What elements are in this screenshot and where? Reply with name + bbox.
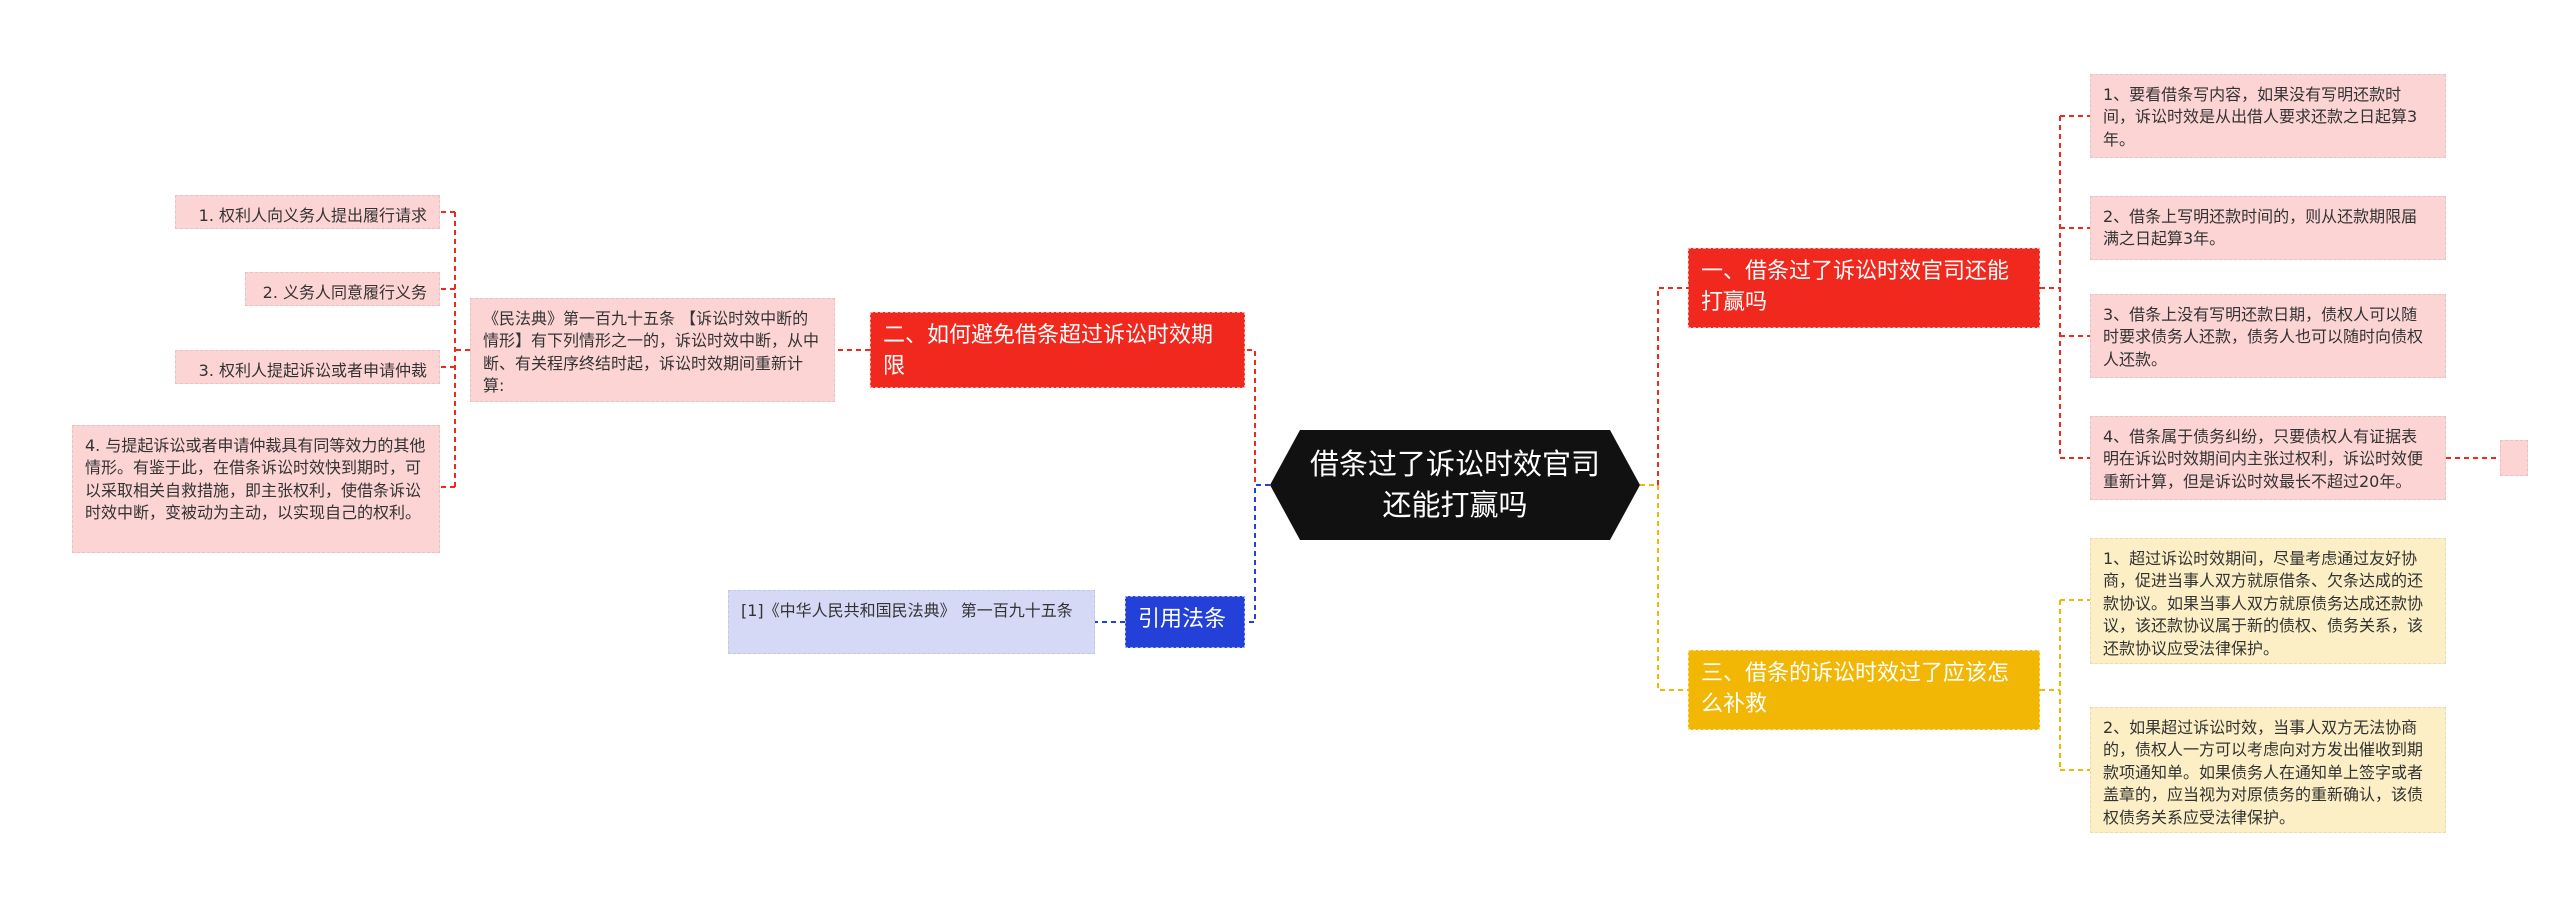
b2-leaf-3-text: 3. 权利人提起诉讼或者申请仲裁 [198,361,427,380]
b2-text-node[interactable]: 《民法典》第一百九十五条 【诉讼时效中断的情形】有下列情形之一的，诉讼时效中断，… [470,298,835,402]
b2-leaf-2-text: 2. 义务人同意履行义务 [262,283,427,302]
b4-leaf-1-text: [1]《中华人民共和国民法典》 第一百九十五条 [741,601,1073,620]
link-root-b3 [1640,484,1688,691]
link-b1-leaves [2040,115,2090,459]
b2-leaf-4-text: 4. 与提起诉讼或者申请仲裁具有同等效力的其他情形。有鉴于此，在借条诉讼时效快到… [85,436,426,523]
branch-2[interactable]: 二、如何避免借条超过诉讼时效期限 [870,312,1245,388]
b1-leaf-4-text: 4、借条属于债务纠纷，只要债权人有证据表明在诉讼时效期间内主张过权利，诉讼时效便… [2103,427,2424,491]
b4-leaf-1[interactable]: [1]《中华人民共和国民法典》 第一百九十五条 [728,590,1095,654]
b1-leaf-1[interactable]: 1、要看借条写内容，如果没有写明还款时间，诉讼时效是从出借人要求还款之日起算3年… [2090,74,2446,158]
branch-2-title: 二、如何避免借条超过诉讼时效期限 [883,323,1214,379]
b3-leaf-1-text: 1、超过诉讼时效期间，尽量考虑通过友好协商，促进当事人双方就原借条、欠条达成的还… [2103,549,2424,658]
b2-text: 《民法典》第一百九十五条 【诉讼时效中断的情形】有下列情形之一的，诉讼时效中断，… [483,309,820,396]
b3-leaf-1[interactable]: 1、超过诉讼时效期间，尽量考虑通过友好协商，促进当事人双方就原借条、欠条达成的还… [2090,538,2446,664]
root-title: 借条过了诉讼时效官司还能打赢吗 [1310,447,1601,522]
b1-leaf-2[interactable]: 2、借条上写明还款时间的，则从还款期限届满之日起算3年。 [2090,196,2446,260]
b2-leaf-4[interactable]: 4. 与提起诉讼或者申请仲裁具有同等效力的其他情形。有鉴于此，在借条诉讼时效快到… [72,425,440,553]
b3-leaf-2[interactable]: 2、如果超过诉讼时效，当事人双方无法协商的，债权人一方可以考虑向对方发出催收到期… [2090,707,2446,833]
link-root-b1 [1640,287,1688,486]
b1-leaf-4[interactable]: 4、借条属于债务纠纷，只要债权人有证据表明在诉讼时效期间内主张过权利，诉讼时效便… [2090,416,2446,500]
branch-3-title: 三、借条的诉讼时效过了应该怎么补救 [1701,661,2010,717]
branch-1-title: 一、借条过了诉讼时效官司还能打赢吗 [1701,259,2010,315]
b1-extra-leaf[interactable] [2500,440,2528,476]
b2-leaf-2[interactable]: 2. 义务人同意履行义务 [245,272,440,306]
link-root-b2 [1245,349,1270,486]
b1-leaf-2-text: 2、借条上写明还款时间的，则从还款期限届满之日起算3年。 [2103,207,2418,249]
b2-leaf-1[interactable]: 1. 权利人向义务人提出履行请求 [175,195,440,229]
b1-leaf-3[interactable]: 3、借条上没有写明还款日期，债权人可以随时要求债务人还款，债务人也可以随时向债权… [2090,294,2446,378]
link-root-b4 [1245,484,1270,623]
b2-leaf-3[interactable]: 3. 权利人提起诉讼或者申请仲裁 [175,350,440,384]
branch-3[interactable]: 三、借条的诉讼时效过了应该怎么补救 [1688,650,2040,730]
link-b3-leaves [2040,599,2090,771]
b1-leaf-1-text: 1、要看借条写内容，如果没有写明还款时间，诉讼时效是从出借人要求还款之日起算3年… [2103,85,2418,149]
root-node[interactable]: 借条过了诉讼时效官司还能打赢吗 [1270,430,1640,540]
link-text-leaves [440,211,470,488]
b1-leaf-3-text: 3、借条上没有写明还款日期，债权人可以随时要求债务人还款，债务人也可以随时向债权… [2103,305,2424,369]
branch-4-title: 引用法条 [1138,607,1227,632]
b2-leaf-1-text: 1. 权利人向义务人提出履行请求 [198,206,427,225]
branch-4[interactable]: 引用法条 [1125,596,1245,648]
b3-leaf-2-text: 2、如果超过诉讼时效，当事人双方无法协商的，债权人一方可以考虑向对方发出催收到期… [2103,718,2424,827]
branch-1[interactable]: 一、借条过了诉讼时效官司还能打赢吗 [1688,248,2040,328]
